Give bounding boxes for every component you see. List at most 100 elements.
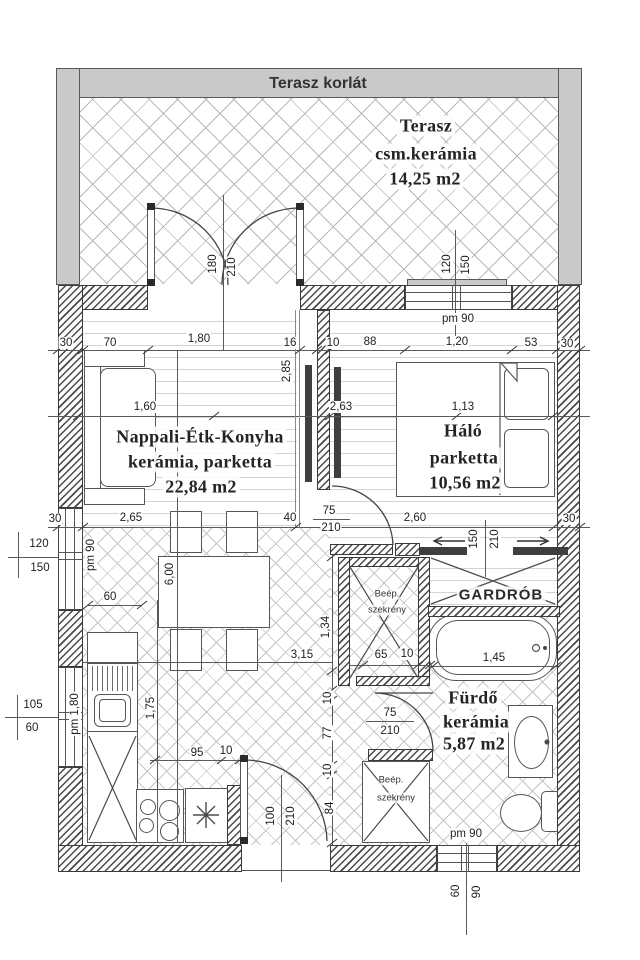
- terrace-door-leaf-right: [296, 205, 304, 285]
- bedroom-finish: parketta: [426, 447, 502, 469]
- wardrobe-wall-bottom: [428, 606, 560, 617]
- dim: 10: [321, 762, 335, 778]
- drainboard: [92, 666, 133, 691]
- door-size: 210: [320, 521, 342, 535]
- closet-upper-label: Beép.: [374, 588, 400, 600]
- closet-lower-label: Beép.: [378, 774, 404, 786]
- wall-stub-bedroom: [395, 543, 420, 556]
- wall-bottom-left: [58, 845, 242, 872]
- dim: 2,60: [402, 511, 428, 525]
- media-unit-right: [334, 367, 341, 478]
- dim: 10: [325, 336, 341, 350]
- railing-top: [56, 68, 582, 98]
- dim: 30: [561, 512, 577, 526]
- dim: 10: [218, 744, 234, 758]
- pillow: [504, 368, 549, 420]
- window-parapet: pm 90: [449, 827, 483, 841]
- toilet-bowl: [500, 794, 542, 832]
- window-parapet: pm 90: [441, 312, 475, 326]
- dim: 30: [47, 512, 63, 526]
- dim: 1,34: [319, 614, 333, 640]
- dim: 1,75: [144, 695, 158, 721]
- door-size: 75: [382, 706, 398, 720]
- sofa-armrest-bottom: [84, 488, 145, 505]
- bathroom-area: 5,87 m2: [439, 733, 509, 755]
- dim: 53: [523, 336, 539, 350]
- dim: 60: [102, 590, 118, 604]
- window-parapet: pm 1,80: [68, 692, 82, 736]
- window-size: 60: [449, 883, 463, 899]
- dim: 65: [373, 648, 389, 662]
- wall-bottom-mid: [330, 845, 437, 872]
- closet-upper-wall-bottom: [356, 676, 430, 686]
- burner: [139, 818, 154, 833]
- window-size: 105: [22, 698, 44, 712]
- entry-threshold: [242, 870, 330, 871]
- dim: 2,65: [118, 511, 144, 525]
- door-size: 180: [206, 253, 220, 275]
- door-size: 150: [467, 528, 481, 550]
- window-size: 90: [470, 884, 484, 900]
- bath-door-wall-stub: [368, 749, 433, 761]
- appliance-box: [185, 788, 230, 843]
- closet-upper-wall-top: [338, 557, 430, 567]
- sliding-door-leaf-left: [420, 547, 467, 555]
- window-parapet: pm 90: [84, 538, 98, 572]
- dim: 30: [58, 336, 74, 350]
- dim: 3,15: [289, 648, 315, 662]
- wall-top-mid: [300, 285, 405, 310]
- terrace-door-leaf-left: [147, 205, 155, 285]
- door-size: 100: [264, 805, 278, 827]
- window-size: 120: [28, 537, 50, 551]
- wall-right: [557, 285, 580, 872]
- railing-label: Terasz korlát: [269, 75, 367, 92]
- terrace-finish: csm.kerámia: [372, 143, 480, 165]
- bathroom-window: [437, 845, 497, 872]
- dining-chair: [226, 511, 258, 553]
- living-area: 22,84 m2: [162, 476, 240, 498]
- dining-chair: [170, 511, 202, 553]
- bathroom-name: Fürdő: [445, 687, 501, 709]
- dim: 40: [282, 511, 298, 525]
- dim: 6,00: [163, 561, 177, 587]
- dim: 16: [282, 336, 298, 350]
- terrace-name: Terasz: [396, 115, 456, 137]
- sofa-armrest-top: [84, 350, 145, 367]
- dim: 1,20: [444, 335, 470, 349]
- dim: 84: [323, 800, 337, 816]
- railing-right: [558, 68, 582, 285]
- wall-left-pier: [58, 610, 83, 667]
- wall-left-upper: [58, 285, 83, 508]
- door-size: 210: [379, 724, 401, 738]
- dim: 10: [321, 690, 335, 706]
- dim: 30: [559, 337, 575, 351]
- window-size: 60: [24, 721, 40, 735]
- window-size: 120: [440, 253, 454, 275]
- dim: 95: [189, 746, 205, 760]
- door-size: 210: [488, 528, 502, 550]
- dim: 10: [399, 647, 415, 661]
- door-size: 210: [225, 256, 239, 278]
- bedroom-door-leaf: [330, 544, 393, 555]
- dim: 1,60: [132, 400, 158, 414]
- wall-post-entry: [227, 785, 241, 845]
- door-size: 210: [284, 805, 298, 827]
- bedroom-name: Háló: [440, 420, 486, 442]
- dim: 70: [102, 336, 118, 350]
- living-name: Nappali-Étk-Konyha: [113, 426, 287, 448]
- dim: 1,80: [186, 332, 212, 346]
- bedroom-window: [405, 285, 512, 310]
- dim: 1,45: [481, 651, 507, 665]
- dining-chair: [226, 629, 258, 671]
- dim: 1,13: [450, 400, 476, 414]
- dim: 2,85: [280, 358, 294, 384]
- living-finish: kerámia, parketta: [124, 451, 276, 473]
- dining-chair: [170, 629, 202, 671]
- sliding-door-leaf-right: [513, 547, 568, 555]
- pillow: [504, 429, 549, 488]
- dim: 2,63: [328, 400, 354, 414]
- dim: 88: [362, 335, 378, 349]
- wardrobe-name: GARDRÓB: [456, 586, 546, 604]
- media-unit-left: [305, 365, 312, 482]
